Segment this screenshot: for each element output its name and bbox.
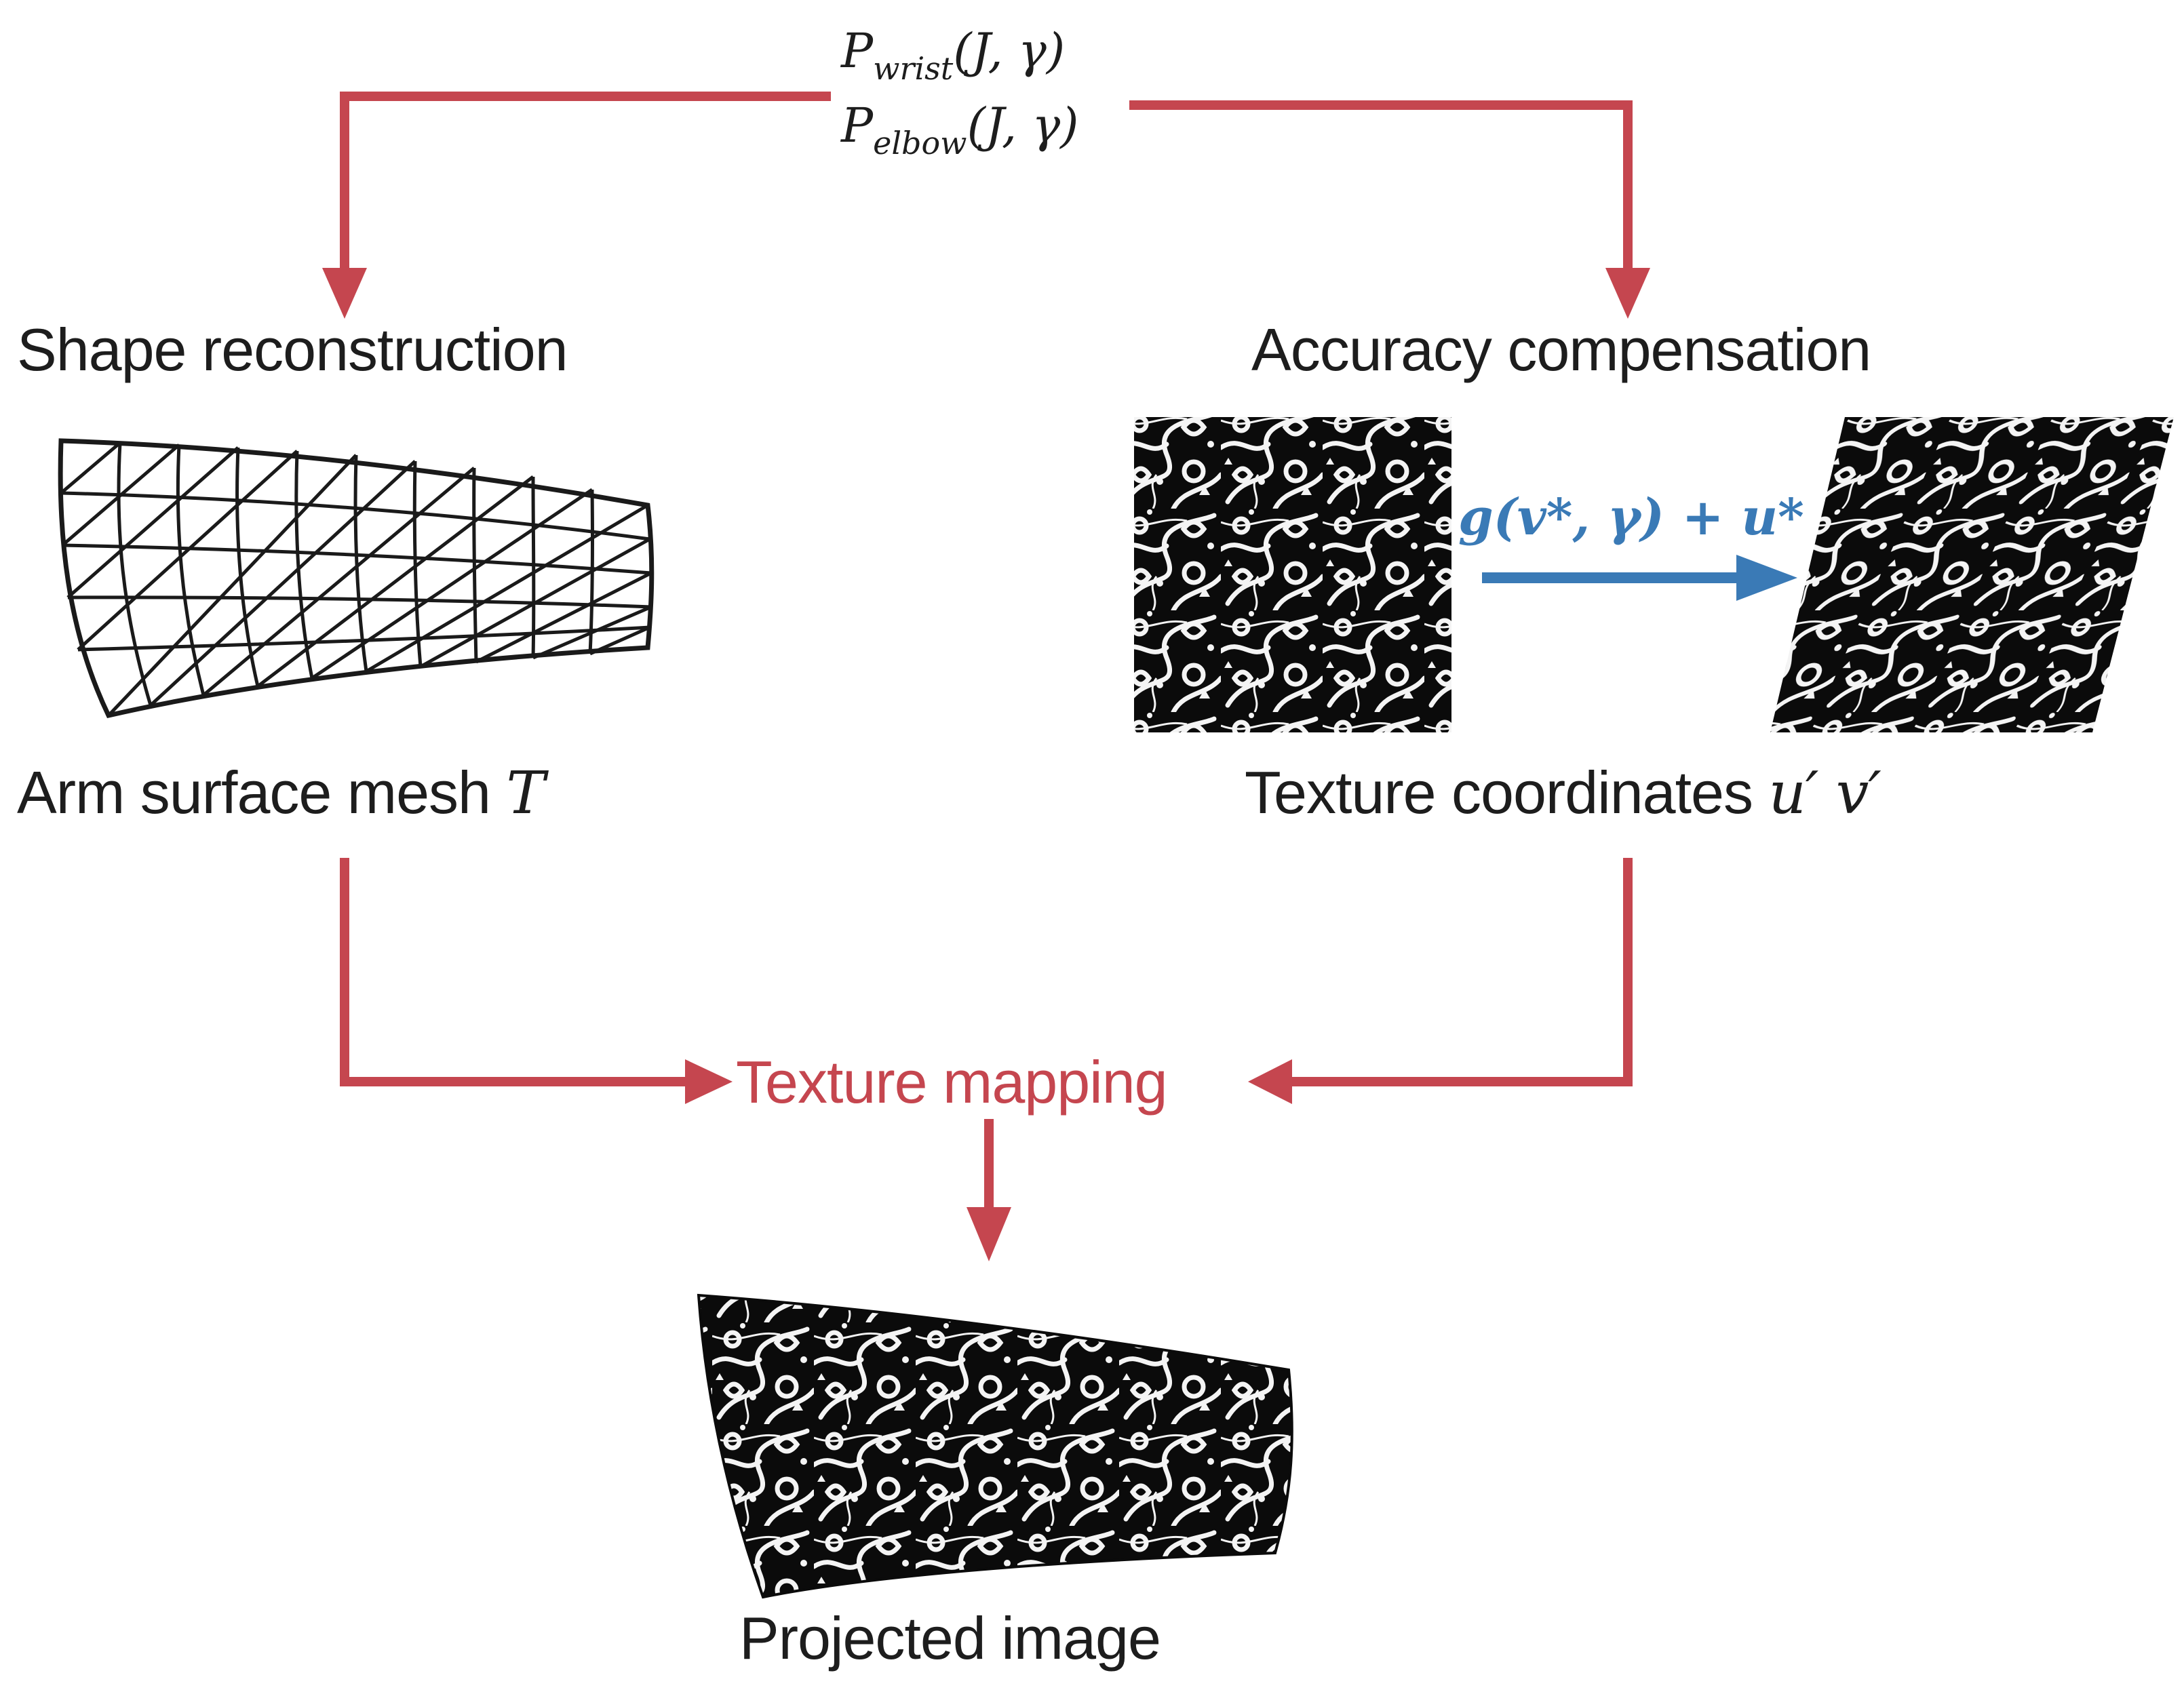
arrow-down-left-icon — [322, 268, 367, 319]
arm-mesh-icon — [58, 438, 655, 719]
texture-coordinates-symbol: u′ v′ — [1768, 760, 1881, 827]
projected-arm-icon — [697, 1293, 1293, 1599]
transform-arrow — [1482, 555, 1797, 601]
shape-reconstruction-title: Shape reconstruction — [17, 316, 568, 383]
arm-mesh-caption-text: Arm surface mesh — [17, 759, 507, 826]
elbow-base: P — [841, 98, 874, 153]
arm-mesh-symbol: T — [506, 760, 545, 827]
elbow-args: (J, γ) — [967, 98, 1079, 153]
connector-mesh-to-mapping — [340, 858, 692, 1086]
transform-formula: g(v*, γ) + u* — [1458, 488, 1804, 547]
input-connectors — [340, 92, 1633, 1211]
input-elbow-term: Pelbow(J, γ) — [841, 102, 1078, 159]
arrow-left-icon — [1248, 1059, 1292, 1104]
accuracy-compensation-title: Accuracy compensation — [1251, 316, 1871, 383]
arrow-down-right-icon — [1605, 268, 1650, 319]
texture-coordinates-caption-text: Texture coordinates — [1245, 759, 1769, 826]
wrist-subscript: wrist — [873, 50, 954, 87]
arrow-down-output-icon — [967, 1207, 1011, 1261]
texture-swatch-icon — [1134, 417, 1451, 732]
projected-image-caption: Projected image — [739, 1605, 1161, 1672]
arrow-right-blue-icon — [1736, 555, 1797, 601]
input-wrist-term: Pwrist(J, γ) — [841, 27, 1065, 84]
wrist-args: (J, γ) — [953, 23, 1066, 79]
connector-to-shape-reconstruction — [340, 92, 831, 271]
texture-mapping-title: Texture mapping — [736, 1048, 1168, 1116]
connector-texture-to-mapping — [1282, 858, 1633, 1086]
wrist-base: P — [841, 23, 874, 79]
elbow-subscript: elbow — [873, 125, 967, 161]
arrow-right-icon — [685, 1059, 733, 1104]
texture-coordinates-caption: Texture coordinates u′ v′ — [1245, 758, 1881, 827]
arrow-heads — [322, 268, 1650, 1261]
sheared-texture-swatch-icon — [1770, 417, 2174, 732]
connector-to-accuracy-compensation — [1129, 100, 1633, 271]
arm-mesh-caption: Arm surface mesh T — [17, 758, 545, 827]
